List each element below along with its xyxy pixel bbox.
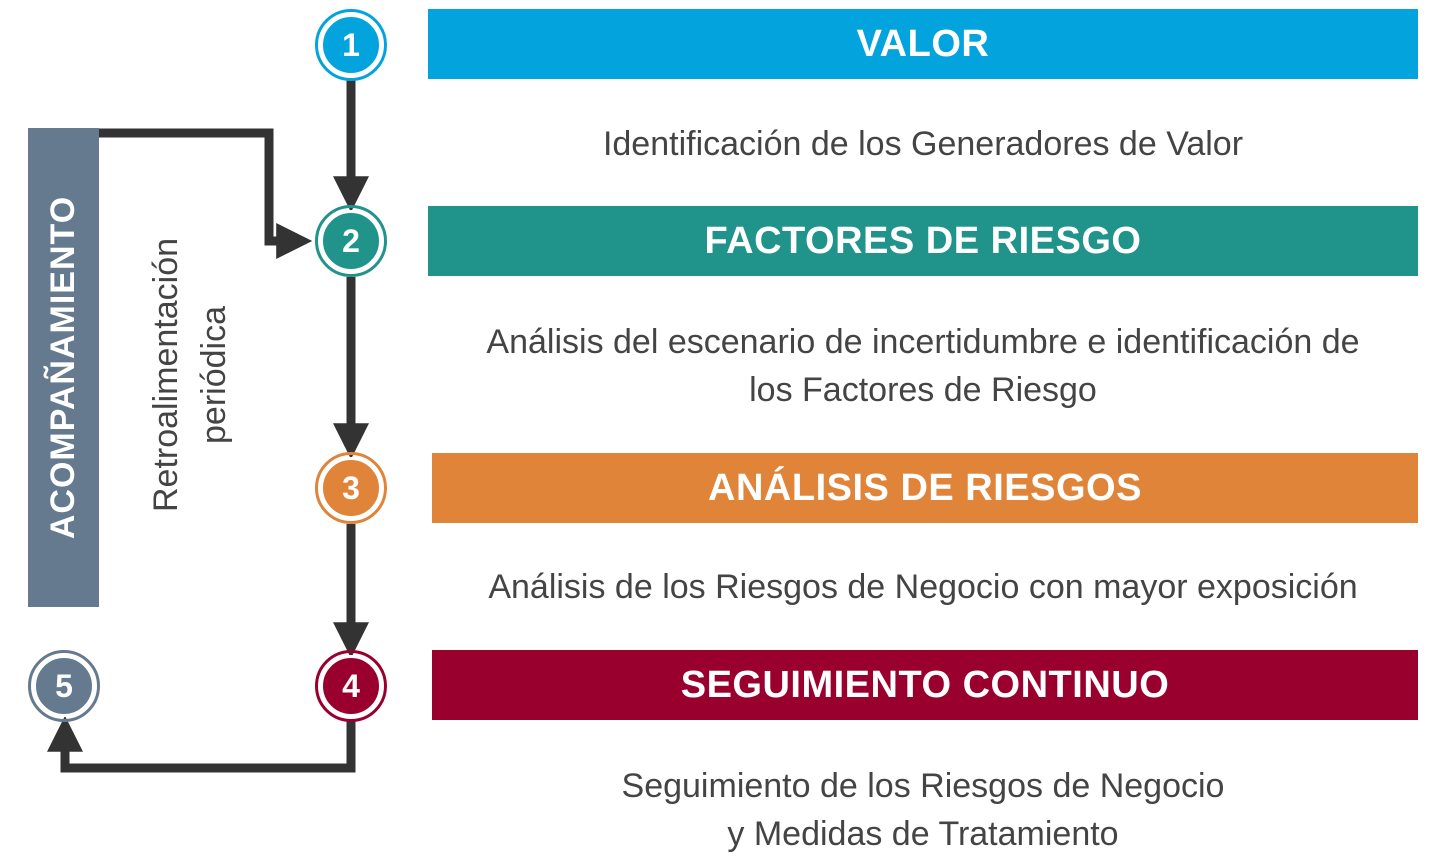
acompanamiento-label-wrap: ACOMPAÑAMIENTO — [28, 128, 99, 607]
step-4-bar: SEGUIMIENTO CONTINUO — [432, 650, 1418, 720]
step-4-title: SEGUIMIENTO CONTINUO — [680, 663, 1170, 706]
step-2-ring — [315, 205, 387, 277]
step-4-circle: 4 — [320, 655, 382, 717]
step-2-description: Análisis del escenario de incertidumbre … — [428, 318, 1418, 414]
step-1-circle: 1 — [320, 14, 382, 76]
step-3-number: 3 — [342, 469, 360, 506]
acompanamiento-label: ACOMPAÑAMIENTO — [44, 195, 83, 540]
step-3-desc-line-1: Análisis de los Riesgos de Negocio con m… — [488, 568, 1358, 606]
step-4-number: 4 — [342, 667, 360, 704]
feedback-arrow — [99, 128, 313, 259]
step-3-bar: ANÁLISIS DE RIESGOS — [432, 453, 1418, 523]
step-2-desc-line-2: los Factores de Riesgo — [749, 371, 1097, 409]
step-1-ring — [315, 9, 387, 81]
step-4-desc-line-1: Seguimiento de los Riesgos de Negocio — [621, 767, 1225, 805]
step-1-description: Identificación de los Generadores de Val… — [428, 120, 1418, 168]
step-4-desc-line-2: y Medidas de Tratamiento — [727, 815, 1119, 853]
step-1-title: VALOR — [856, 22, 990, 65]
step-3-ring — [315, 452, 387, 524]
step-5-number: 5 — [55, 667, 73, 704]
step-5-circle: 5 — [33, 655, 95, 717]
step-4-description: Seguimiento de los Riesgos de Negocio y … — [428, 762, 1418, 858]
step-2-desc-line-1: Análisis del escenario de incertidumbre … — [486, 323, 1360, 361]
acompanamiento-panel — [28, 128, 99, 607]
step-2-title: FACTORES DE RIESGO — [704, 219, 1142, 262]
step-1-bar: VALOR — [428, 9, 1418, 79]
step-3-title: ANÁLISIS DE RIESGOS — [708, 466, 1142, 509]
feedback-line-1: Retroalimentación — [147, 237, 185, 513]
feedback-label: Retroalimentación periódica — [142, 238, 238, 512]
step-1-number: 1 — [342, 26, 360, 63]
step-2-circle: 2 — [320, 210, 382, 272]
step-1-desc-line-1: Identificación de los Generadores de Val… — [602, 125, 1244, 163]
step-4-ring — [315, 650, 387, 722]
step-3-description: Análisis de los Riesgos de Negocio con m… — [428, 563, 1418, 611]
step-3-circle: 3 — [320, 457, 382, 519]
step-2-bar: FACTORES DE RIESGO — [428, 206, 1418, 276]
step-2-number: 2 — [342, 222, 360, 259]
feedback-label-wrap: Retroalimentación periódica — [115, 210, 265, 540]
step-5-ring — [28, 650, 100, 722]
feedback-line-2: periódica — [195, 306, 233, 444]
arrow-4-to-5 — [47, 715, 356, 773]
